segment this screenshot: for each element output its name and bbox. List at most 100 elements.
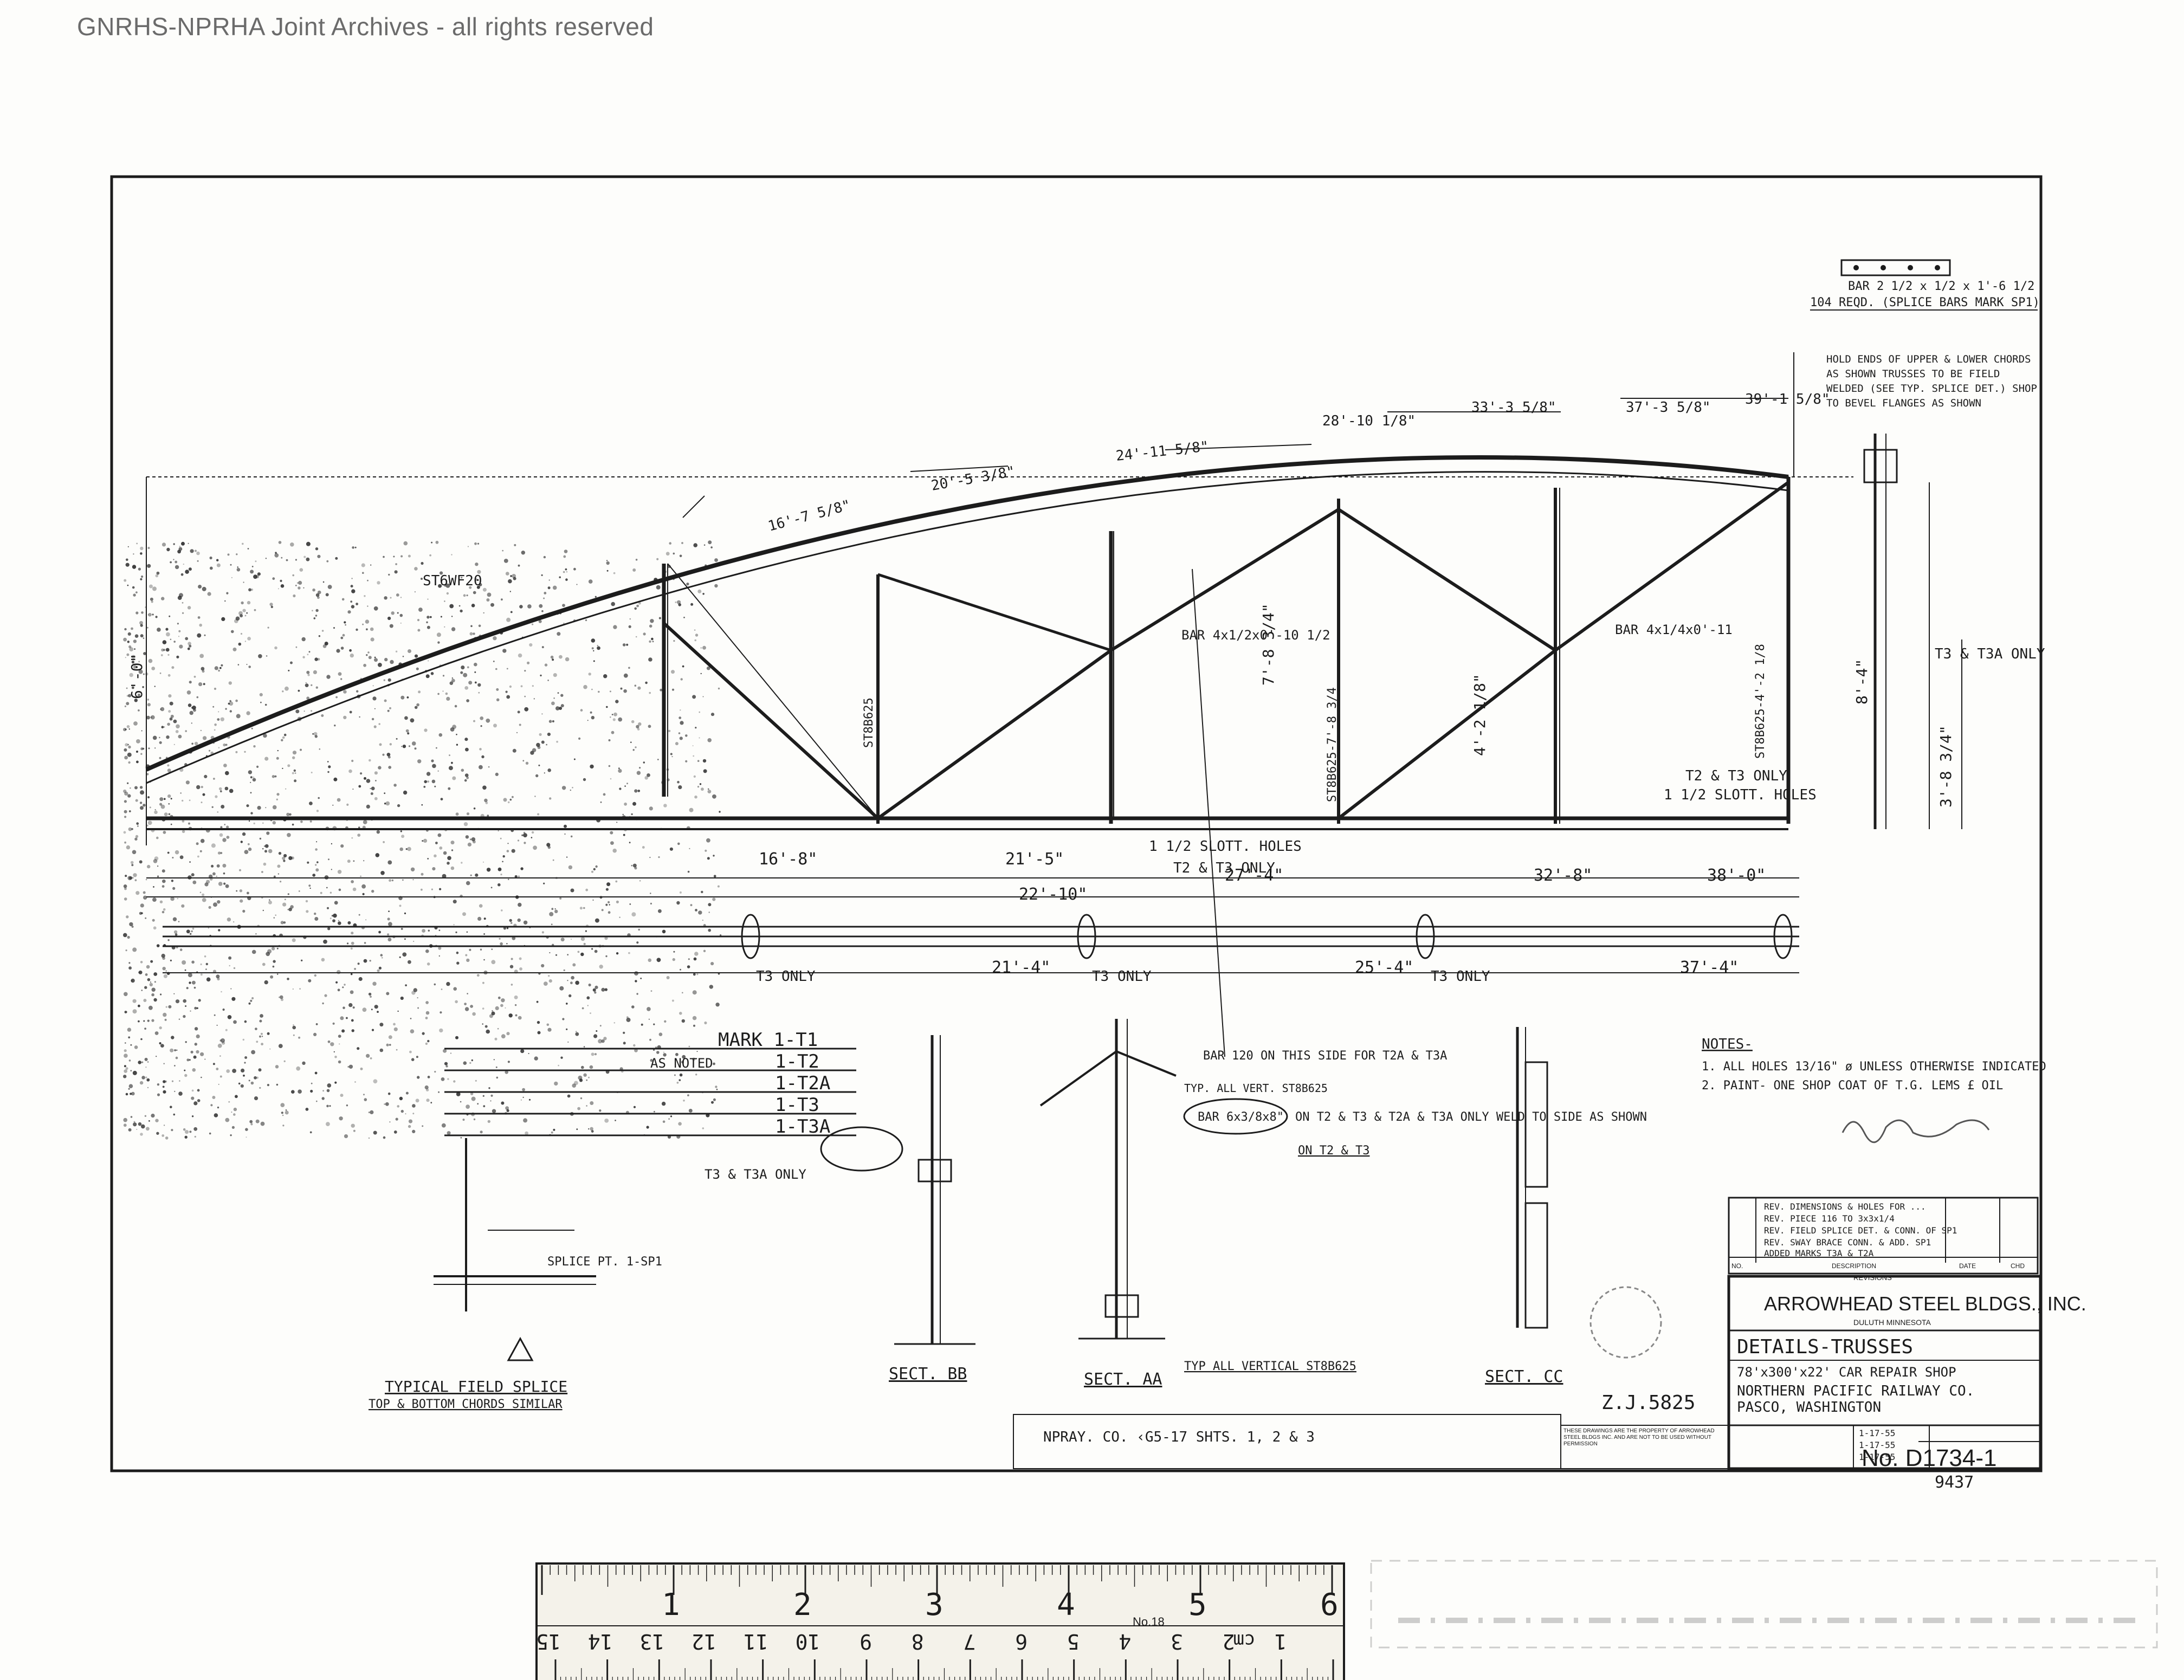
speckle-dot (214, 723, 217, 726)
speckle-dot (256, 765, 259, 768)
speckle-dot (611, 731, 615, 734)
speckle-dot (303, 555, 306, 558)
speckle-dot (427, 616, 430, 619)
speckle-dot (505, 690, 508, 693)
speckle-dot (507, 843, 509, 844)
speckle-dot (518, 902, 522, 907)
speckle-dot (548, 579, 550, 581)
speckle-dot (679, 1073, 683, 1077)
speckle-dot (536, 742, 540, 747)
speckle-dot (163, 1012, 167, 1017)
speckle-dot (568, 865, 573, 870)
speckle-dot (373, 1130, 377, 1135)
speckle-dot (308, 979, 312, 983)
speckle-dot (177, 596, 182, 600)
speckle-dot (493, 723, 497, 728)
speckle-dot (450, 866, 455, 870)
speckle-dot (405, 984, 407, 986)
speckle-dot (277, 864, 281, 868)
speckle-dot (679, 554, 682, 558)
speckle-dot (563, 555, 566, 558)
speckle-dot (140, 552, 143, 555)
speckle-dot (329, 917, 332, 920)
speckle-dot (298, 580, 302, 585)
speckle-dot (583, 684, 587, 689)
speckle-dot (591, 638, 596, 643)
speckle-dot (595, 918, 599, 923)
speckle-dot (707, 790, 712, 793)
speckle-dot (275, 914, 277, 916)
speckle-dot (186, 690, 191, 695)
speckle-dot (532, 623, 534, 625)
speckle-dot (368, 992, 372, 996)
speckle-dot (251, 997, 254, 1000)
speckle-dot (306, 541, 311, 546)
speckle-dot (613, 572, 616, 574)
speckle-dot (131, 1091, 135, 1096)
speckle-dot (177, 897, 179, 900)
speckle-dot (195, 550, 197, 552)
speckle-dot (193, 1127, 198, 1131)
speckle-dot (541, 740, 545, 744)
speckle-dot (503, 927, 507, 930)
speckle-dot (604, 1119, 609, 1123)
speckle-dot (333, 627, 335, 629)
speckle-dot (246, 804, 249, 807)
speckle-dot (480, 1130, 483, 1134)
speckle-dot (464, 686, 469, 690)
speckle-dot (294, 779, 297, 783)
speckle-dot (152, 586, 157, 591)
truss-elevation (145, 352, 1962, 1057)
speckle-dot (496, 688, 499, 691)
speckle-dot (518, 564, 520, 567)
speckle-dot (212, 706, 215, 708)
speckle-dot (470, 625, 473, 628)
speckle-dot (551, 923, 553, 926)
speckle-dot (615, 880, 618, 883)
speckle-dot (282, 1125, 285, 1127)
speckle-dot (155, 1119, 159, 1122)
speckle-dot (479, 748, 482, 751)
speckle-dot (440, 1011, 442, 1014)
speckle-dot (486, 718, 490, 723)
speckle-dot (358, 826, 360, 829)
speckle-dot (340, 1016, 344, 1020)
speckle-dot (262, 1036, 263, 1037)
speckle-dot (131, 978, 135, 983)
date-3: 1-17-55 (1859, 1452, 1895, 1462)
speckle-dot (314, 1071, 318, 1075)
speckle-dot (693, 755, 695, 757)
speckle-dot (261, 1043, 263, 1045)
speckle-dot (597, 646, 600, 650)
speckle-dot (358, 914, 360, 916)
speckle-dot (370, 564, 372, 566)
speckle-dot (132, 850, 137, 855)
speckle-dot (196, 785, 201, 790)
speckle-dot (298, 586, 301, 590)
speckle-dot (172, 917, 177, 921)
speckle-dot (315, 864, 317, 866)
speckle-dot (286, 812, 290, 816)
ruler-inch-label: 5 (1188, 1587, 1207, 1623)
speckle-dot (524, 842, 526, 844)
speckle-dot (125, 657, 126, 658)
speckle-dot (176, 1049, 178, 1051)
speckle-dot (171, 880, 174, 882)
speckle-dot (695, 909, 697, 912)
speckle-dot (511, 958, 513, 960)
speckle-dot (315, 848, 318, 851)
speckle-dot (680, 968, 681, 971)
speckle-dot (536, 1000, 539, 1003)
speckle-dot (546, 1023, 550, 1026)
speckle-dot (580, 1097, 583, 1100)
speckle-dot (506, 1032, 510, 1036)
speckle-dot (386, 753, 391, 757)
speckle-dot (216, 974, 220, 979)
speckle-dot (472, 1012, 476, 1016)
speckle-dot (427, 858, 429, 860)
speckle-dot (606, 706, 608, 708)
speckle-dot (131, 627, 133, 630)
speckle-dot (474, 578, 477, 581)
speckle-dot (248, 847, 252, 851)
speckle-dot (163, 974, 167, 978)
